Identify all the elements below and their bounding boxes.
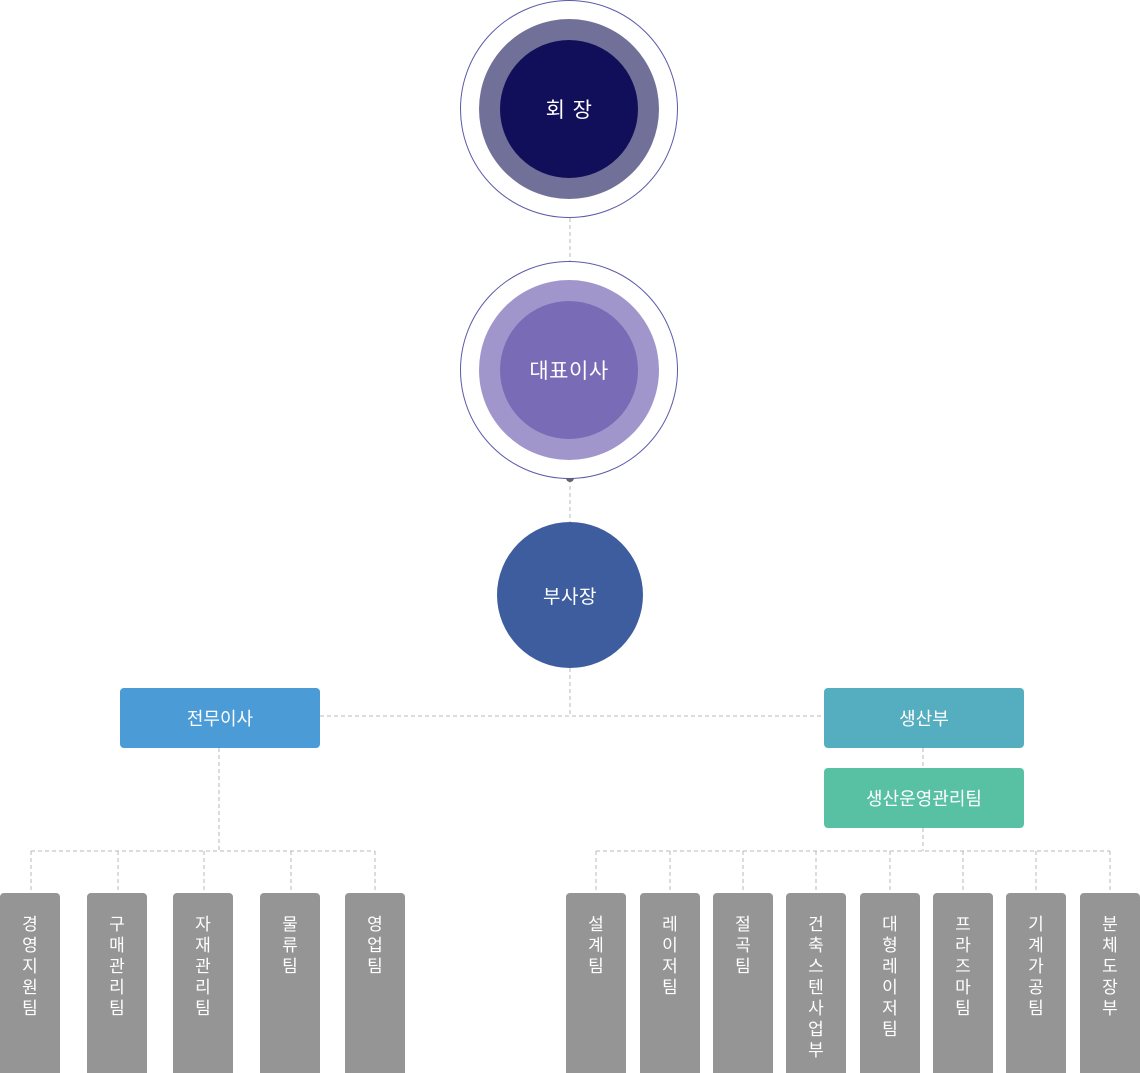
team-box: 분체도장부 <box>1080 893 1140 1073</box>
team-box: 자재관리팀 <box>173 893 233 1073</box>
chairman-label: 회 장 <box>545 98 593 122</box>
team-label: 프라즈마팀 <box>955 915 971 1019</box>
vice-president-label: 부사장 <box>543 585 597 608</box>
production-label: 생산부 <box>899 709 949 730</box>
team-box: 물류팀 <box>260 893 320 1073</box>
production-box: 생산부 <box>824 688 1024 748</box>
team-box: 건축스텐사업부 <box>786 893 846 1073</box>
team-label: 레이저팀 <box>662 915 678 998</box>
team-label: 건축스텐사업부 <box>808 915 824 1061</box>
production-ops-label: 생산운영관리팀 <box>866 789 982 810</box>
team-box: 대형레이저팀 <box>860 893 920 1073</box>
team-box: 경영지원팀 <box>0 893 60 1073</box>
team-box: 프라즈마팀 <box>933 893 993 1073</box>
team-label: 자재관리팀 <box>195 915 211 1019</box>
production-ops-box: 생산운영관리팀 <box>824 768 1024 828</box>
team-box: 기계가공팀 <box>1006 893 1066 1073</box>
team-label: 설계팀 <box>588 915 604 977</box>
executive-director-label: 전무이사 <box>186 709 254 730</box>
vice-president-node <box>497 522 643 668</box>
chairman-node <box>500 40 638 178</box>
team-label: 영업팀 <box>367 915 383 977</box>
team-label: 구매관리팀 <box>109 915 125 1019</box>
team-box: 영업팀 <box>345 893 405 1073</box>
team-box: 레이저팀 <box>640 893 700 1073</box>
team-label: 기계가공팀 <box>1028 915 1044 1019</box>
team-label: 경영지원팀 <box>22 915 38 1019</box>
team-label: 분체도장부 <box>1102 915 1118 1019</box>
team-box: 설계팀 <box>566 893 626 1073</box>
team-label: 절곡팀 <box>735 915 751 977</box>
team-label: 대형레이저팀 <box>882 915 898 1040</box>
ceo-node <box>500 301 638 439</box>
team-box: 구매관리팀 <box>87 893 147 1073</box>
team-label: 물류팀 <box>282 915 298 977</box>
ceo-label: 대표이사 <box>529 359 609 383</box>
team-box: 절곡팀 <box>713 893 773 1073</box>
executive-director-box: 전무이사 <box>120 688 320 748</box>
